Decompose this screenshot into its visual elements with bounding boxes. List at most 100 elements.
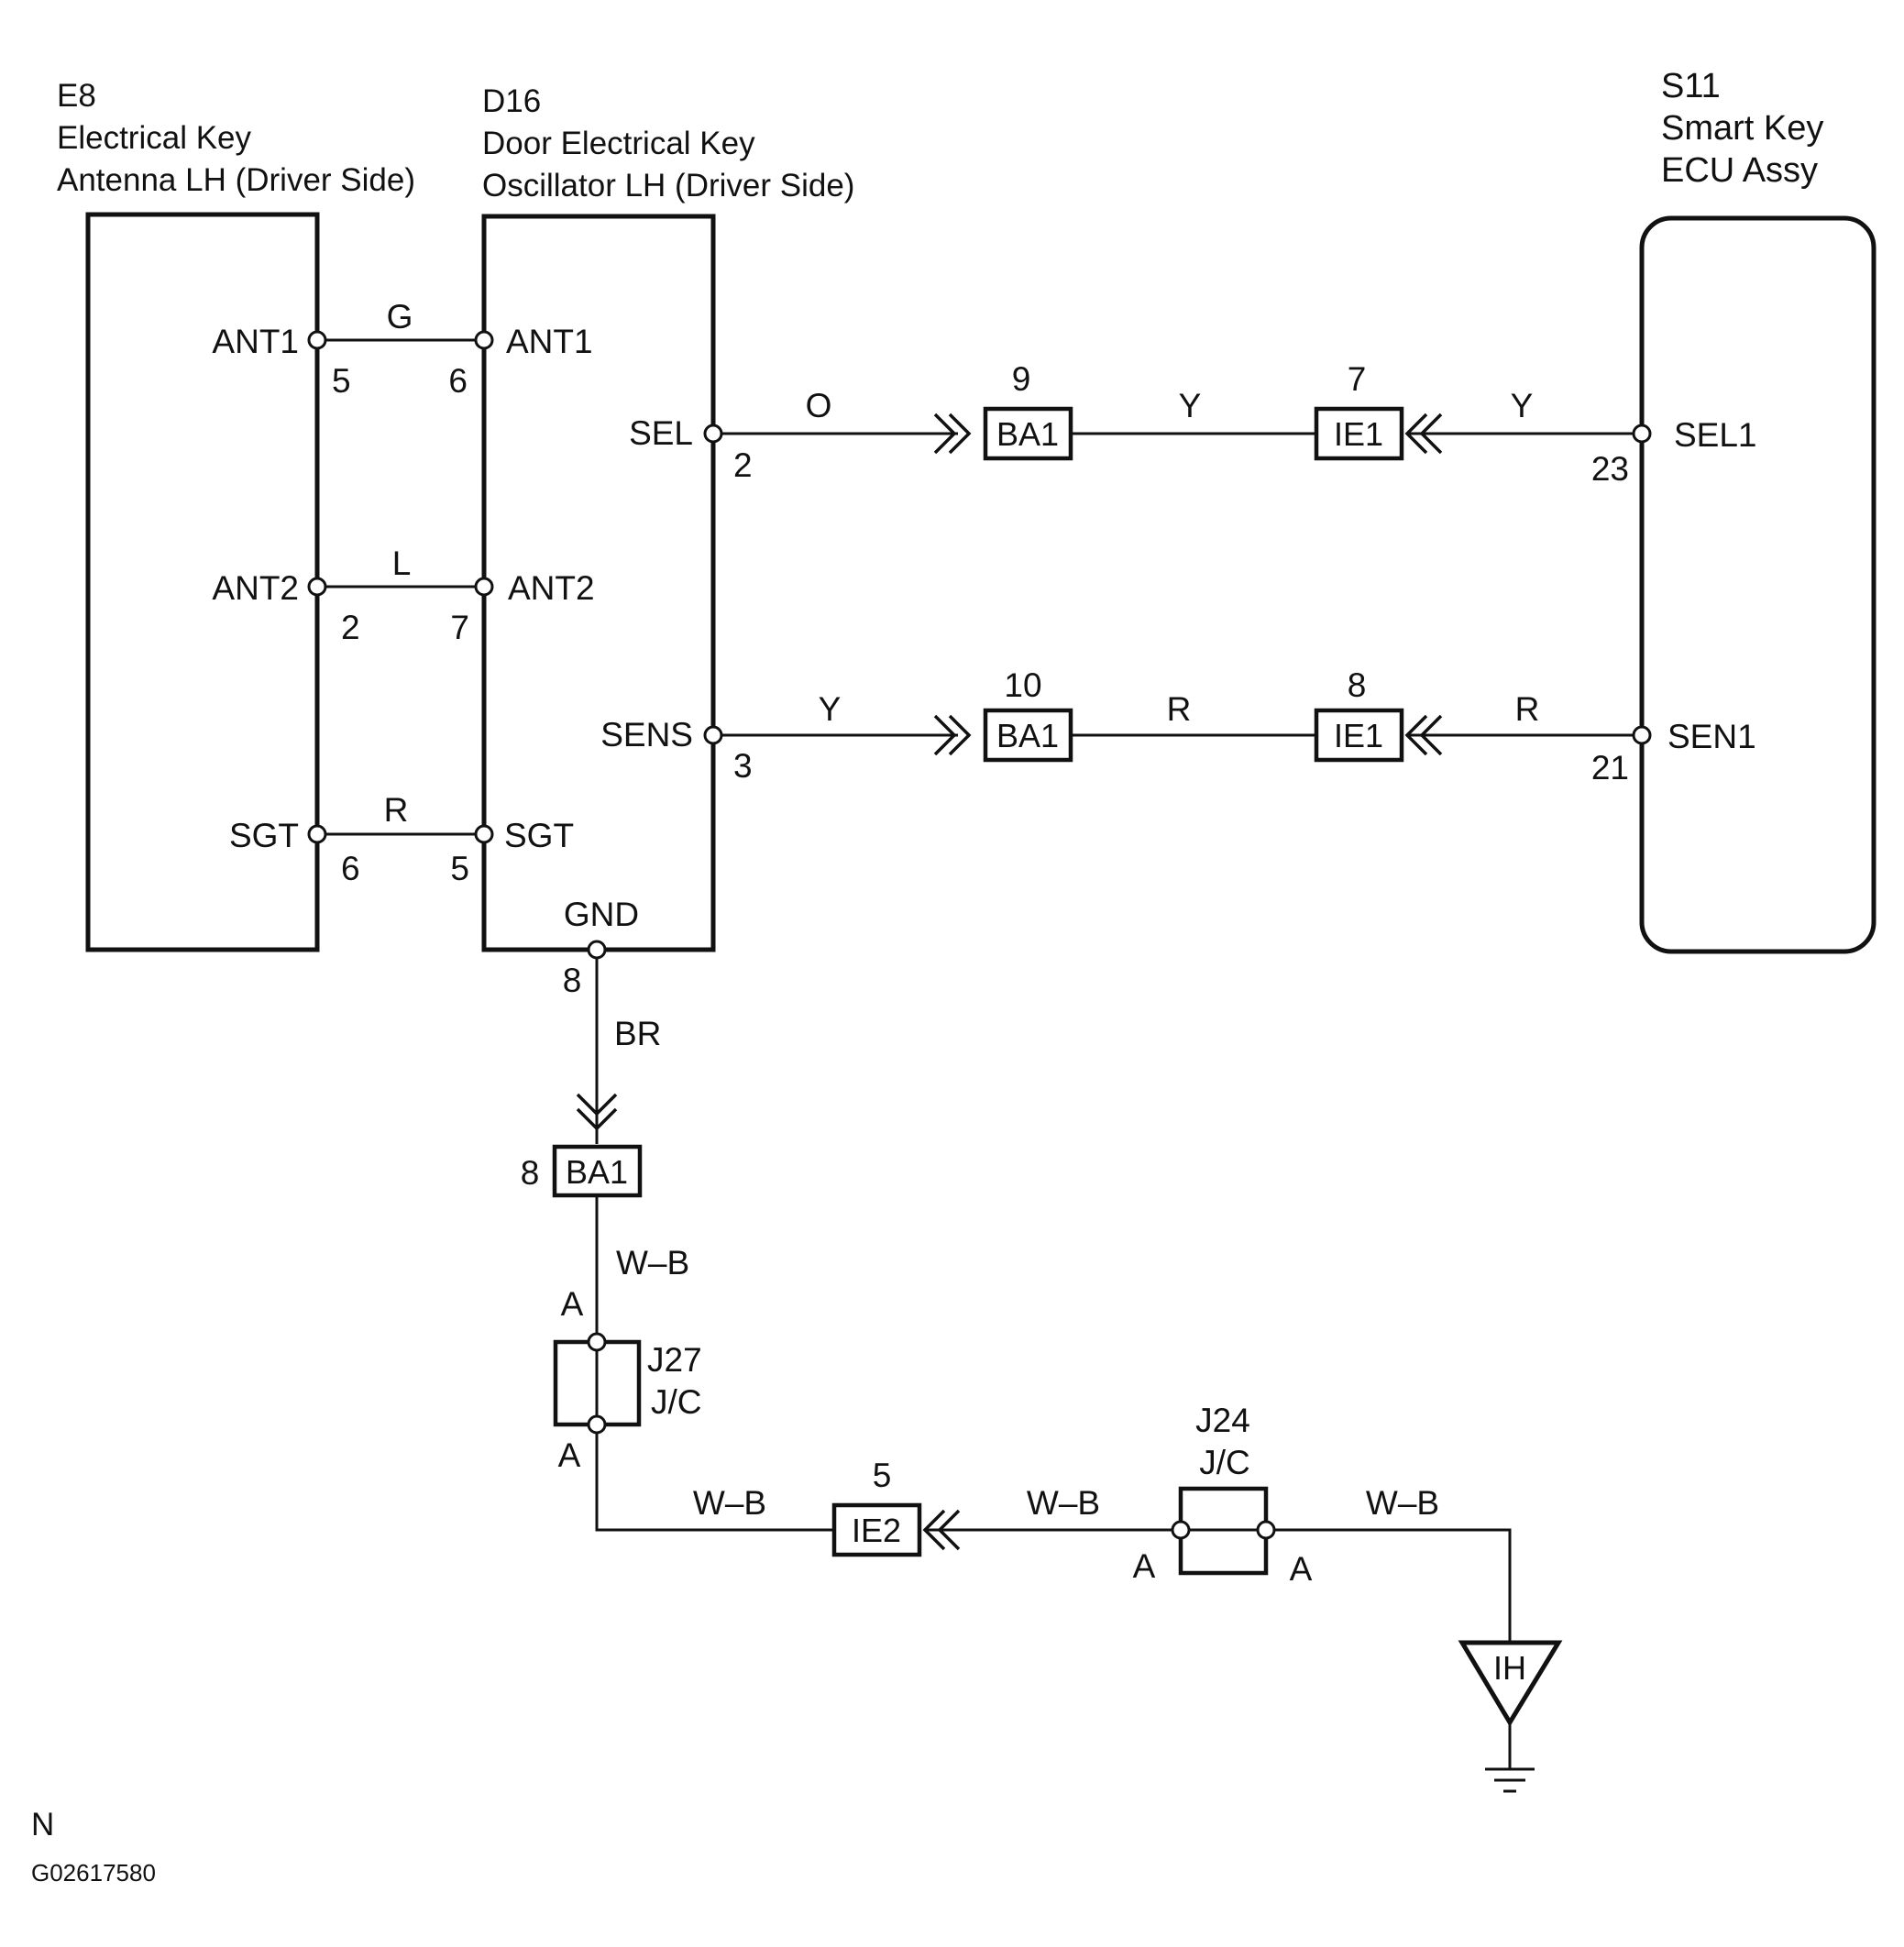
j27-pin-bottom: A [558, 1436, 581, 1474]
connector-ba1-gnd-pin: 8 [521, 1154, 540, 1192]
chevron-icon [933, 412, 957, 455]
wire-color-gnd-e: W–B [1366, 1484, 1439, 1522]
chevron-icon [948, 714, 972, 756]
connector-ie1-sens-pin: 8 [1348, 666, 1367, 704]
s11-pin-name-sen1: SEN1 [1667, 718, 1756, 755]
d16-sel-terminal [703, 424, 723, 444]
d16-pin-name-sel: SEL [629, 414, 693, 452]
s11-name-line2: ECU Assy [1661, 151, 1818, 190]
d16-pin-number-sens: 3 [733, 747, 753, 785]
wire-color-sgt: R [384, 791, 409, 829]
s11-code: S11 [1661, 67, 1721, 105]
chevron-icon [1404, 412, 1428, 455]
e8-pin-name-ant2: ANT2 [212, 569, 299, 607]
chevron-icon [933, 714, 957, 756]
wire-color-gnd-b: W–B [616, 1244, 689, 1282]
d16-pin-name-gnd: GND [564, 896, 639, 933]
d16-pin-number-sel: 2 [733, 446, 753, 484]
e8-ant2-terminal [307, 577, 327, 597]
d16-pin-name-ant2: ANT2 [508, 569, 595, 607]
j24-code: J24 [1195, 1402, 1250, 1439]
j27-type: J/C [651, 1383, 702, 1421]
wire-gnd-c [595, 1433, 834, 1532]
s11-sen1-terminal [1632, 725, 1652, 745]
wire-color-gnd-d: W–B [1027, 1484, 1100, 1522]
wire-color-gnd-a: BR [614, 1015, 661, 1052]
d16-pin-name-sens: SENS [600, 716, 693, 754]
d16-code: D16 [482, 83, 541, 119]
connector-ie2-gnd-label: IE2 [852, 1512, 901, 1549]
j27-terminal-top [587, 1332, 607, 1352]
connector-ba1-sens-label: BA1 [996, 717, 1059, 754]
d16-pin-name-ant1: ANT1 [506, 323, 593, 360]
wire-color-ant1: G [387, 298, 413, 336]
e8-pin-number-ant1: 5 [332, 362, 351, 400]
j24-pin-right: A [1290, 1550, 1313, 1588]
j24-pin-left: A [1133, 1547, 1156, 1585]
chevron-icon [948, 412, 972, 455]
e8-pin-number-sgt: 6 [341, 850, 360, 887]
s11-sel1-terminal [1632, 424, 1652, 444]
s11-pin-number-sel1: 23 [1591, 450, 1629, 488]
connector-ba1-sens-pin: 10 [1004, 666, 1041, 704]
wire-color-sens-c: R [1515, 690, 1540, 728]
wire-color-ant2: L [392, 544, 412, 582]
d16-pin-number-ant1: 6 [448, 362, 468, 400]
d16-sens-terminal [703, 725, 723, 745]
s11-pin-number-sen1: 21 [1591, 749, 1629, 786]
connector-ie1-sel [1314, 406, 1404, 461]
d16-pin-number-sgt: 5 [450, 850, 469, 887]
d16-ant1-terminal [474, 330, 494, 350]
wire-color-gnd-c: W–B [693, 1484, 766, 1522]
e8-name-line1: Electrical Key [57, 120, 252, 156]
ground-point-label: IH [1493, 1649, 1526, 1687]
s11-pin-name-sel1: SEL1 [1674, 416, 1757, 454]
s11-name-line1: Smart Key [1661, 109, 1823, 148]
d16-pin-name-sgt: SGT [504, 817, 574, 854]
chevron-icon [576, 1093, 618, 1116]
j24-terminal-right [1256, 1520, 1276, 1540]
e8-pin-number-ant2: 2 [341, 609, 360, 646]
footer-figure-id: G02617580 [31, 1859, 156, 1886]
d16-pin-number-ant2: 7 [450, 609, 469, 646]
connector-ba1-sel-pin: 9 [1012, 360, 1031, 398]
e8-code: E8 [57, 78, 96, 114]
e8-pin-name-sgt: SGT [229, 817, 299, 854]
j24-type: J/C [1199, 1444, 1250, 1481]
wire-color-sel-c: Y [1511, 387, 1534, 424]
connector-ba1-sel [983, 406, 1073, 461]
footer-code-letter: N [31, 1807, 54, 1842]
connector-ba1-sel-label: BA1 [996, 415, 1059, 453]
d16-name-line2: Oscillator LH (Driver Side) [482, 168, 854, 204]
d16-gnd-terminal [587, 940, 607, 960]
d16-name-line1: Door Electrical Key [482, 126, 755, 161]
connector-ie1-sens-label: IE1 [1334, 717, 1383, 754]
connector-ie1-sens [1314, 708, 1404, 763]
connector-ie2-gnd-pin: 5 [873, 1457, 892, 1494]
j27-terminal-bottom [587, 1414, 607, 1435]
wire-color-sens-b: R [1167, 690, 1192, 728]
wire-color-sel-b: Y [1179, 387, 1202, 424]
wire-color-sel-a: O [806, 387, 832, 424]
d16-ant2-terminal [474, 577, 494, 597]
d16-pin-number-gnd: 8 [563, 962, 582, 999]
connector-ie1-sel-label: IE1 [1334, 415, 1383, 453]
j27-code: J27 [647, 1341, 702, 1379]
j24-terminal-left [1171, 1520, 1191, 1540]
connector-ba1-sens [983, 708, 1073, 763]
e8-sgt-terminal [307, 824, 327, 844]
wire-gnd-e [1274, 1528, 1512, 1643]
connector-ie2-gnd [831, 1502, 922, 1557]
e8-pin-name-ant1: ANT1 [212, 323, 299, 360]
ground-icon [1485, 1767, 1535, 1793]
chevron-icon [1404, 714, 1428, 756]
chevron-icon [576, 1107, 618, 1131]
connector-ba1-gnd-label: BA1 [566, 1153, 628, 1191]
ground-point-ih [1458, 1640, 1563, 1727]
e8-name-line2: Antenna LH (Driver Side) [57, 162, 415, 198]
wire-color-sens-a: Y [819, 690, 842, 728]
e8-ant1-terminal [307, 330, 327, 350]
connector-ie1-sel-pin: 7 [1348, 360, 1367, 398]
chevron-icon [922, 1509, 946, 1551]
